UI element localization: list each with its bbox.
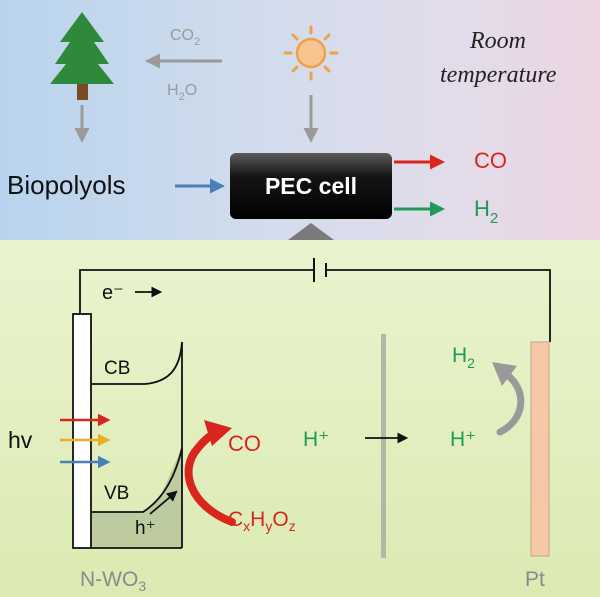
proton-right-label: H⁺ bbox=[450, 428, 476, 451]
pec-cell-label: PEC cell bbox=[265, 173, 357, 199]
h2o-label: H2O bbox=[167, 82, 197, 103]
reduction-arrow bbox=[496, 370, 525, 436]
reduction-arrow-head bbox=[492, 362, 517, 386]
room-temperature-line2: temperature bbox=[440, 62, 557, 88]
valence-band-fill bbox=[91, 448, 182, 548]
proton-left-label: H⁺ bbox=[303, 428, 329, 451]
membrane bbox=[381, 334, 386, 558]
oxidation-arrow bbox=[184, 428, 236, 526]
external-circuit-wire bbox=[79, 269, 313, 314]
external-circuit-wire-right bbox=[327, 269, 551, 342]
cathode-label: Pt bbox=[525, 568, 545, 591]
h2-output-label: H2 bbox=[474, 196, 498, 227]
electron-label: e⁻ bbox=[102, 282, 124, 304]
battery-icon bbox=[313, 258, 327, 282]
co-output-label: CO bbox=[474, 148, 507, 173]
pec-cell-box bbox=[230, 153, 392, 219]
co2-label: CO2 bbox=[170, 27, 200, 48]
biopolyols-label: Biopolyols bbox=[7, 170, 126, 200]
anode-label: N-WO3 bbox=[80, 568, 146, 594]
nwo3-electrode bbox=[72, 313, 92, 549]
tree-icon bbox=[50, 12, 114, 100]
cb-label: CB bbox=[104, 358, 130, 379]
valence-band-edge bbox=[91, 447, 183, 513]
hole-arrow bbox=[149, 490, 178, 515]
room-temperature-line1: Room bbox=[469, 28, 526, 54]
conduction-band-edge bbox=[91, 341, 183, 385]
hv-label: hv bbox=[8, 427, 33, 453]
oxidation-arrow-head bbox=[204, 420, 232, 446]
pec-cell-stand bbox=[288, 223, 334, 240]
sun-icon bbox=[283, 25, 339, 81]
vb-label: VB bbox=[104, 483, 129, 504]
pt-electrode bbox=[530, 341, 550, 557]
hole-label: h⁺ bbox=[135, 518, 156, 539]
co-product-label: CO bbox=[228, 431, 261, 456]
h2-product-label: H2 bbox=[452, 344, 475, 371]
substrate-label: CxHyOz bbox=[228, 508, 296, 534]
